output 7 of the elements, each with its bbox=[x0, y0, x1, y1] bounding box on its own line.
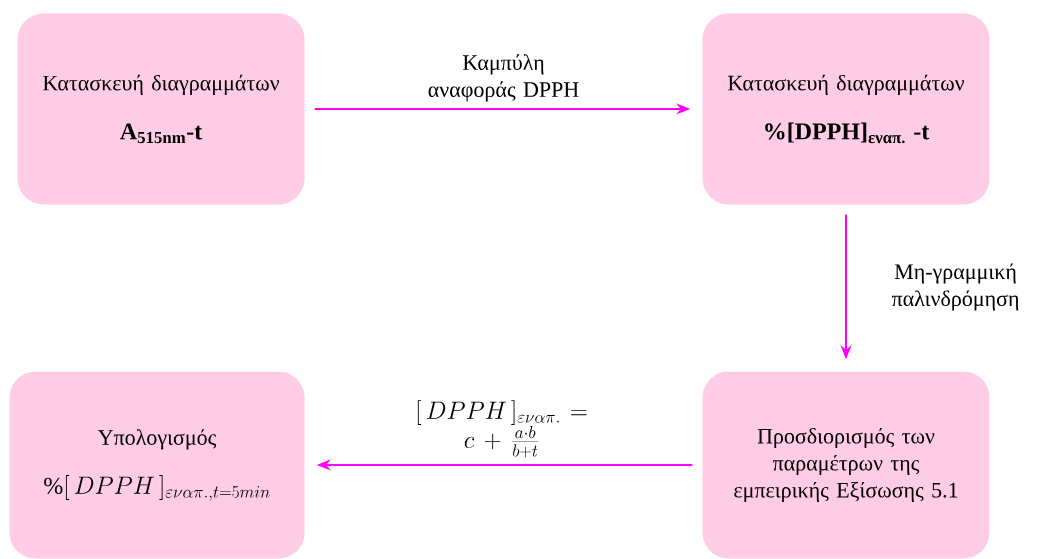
process-box: Κατασκευή διαγραμμάτων A$_{515nm}$-t bbox=[17, 13, 305, 205]
process-box: Υπολογισμός $\%[\,DPPH\,]_{\varepsilon\nu\alpha\pi.,t=5min}$ bbox=[9, 371, 305, 559]
edge-label: Μη-γραμμική παλινδρόμηση bbox=[891, 263, 1019, 311]
edge-label: Καμπύλη αναφοράς DPPH bbox=[428, 54, 579, 102]
process-box: Κατασκευή διαγραμμάτων %[DPPH]$_{εναπ.}$ -t bbox=[702, 13, 990, 205]
process-box: Προσδιορισμός των παραμέτρων της εμπειρικής Εξίσωσης 5.1 bbox=[702, 371, 990, 559]
edge-label: $[\,DPPH\,]_{\varepsilon\nu\alpha\pi.}=c+\frac{a\cdot b}{b+t}$ bbox=[417, 400, 587, 458]
